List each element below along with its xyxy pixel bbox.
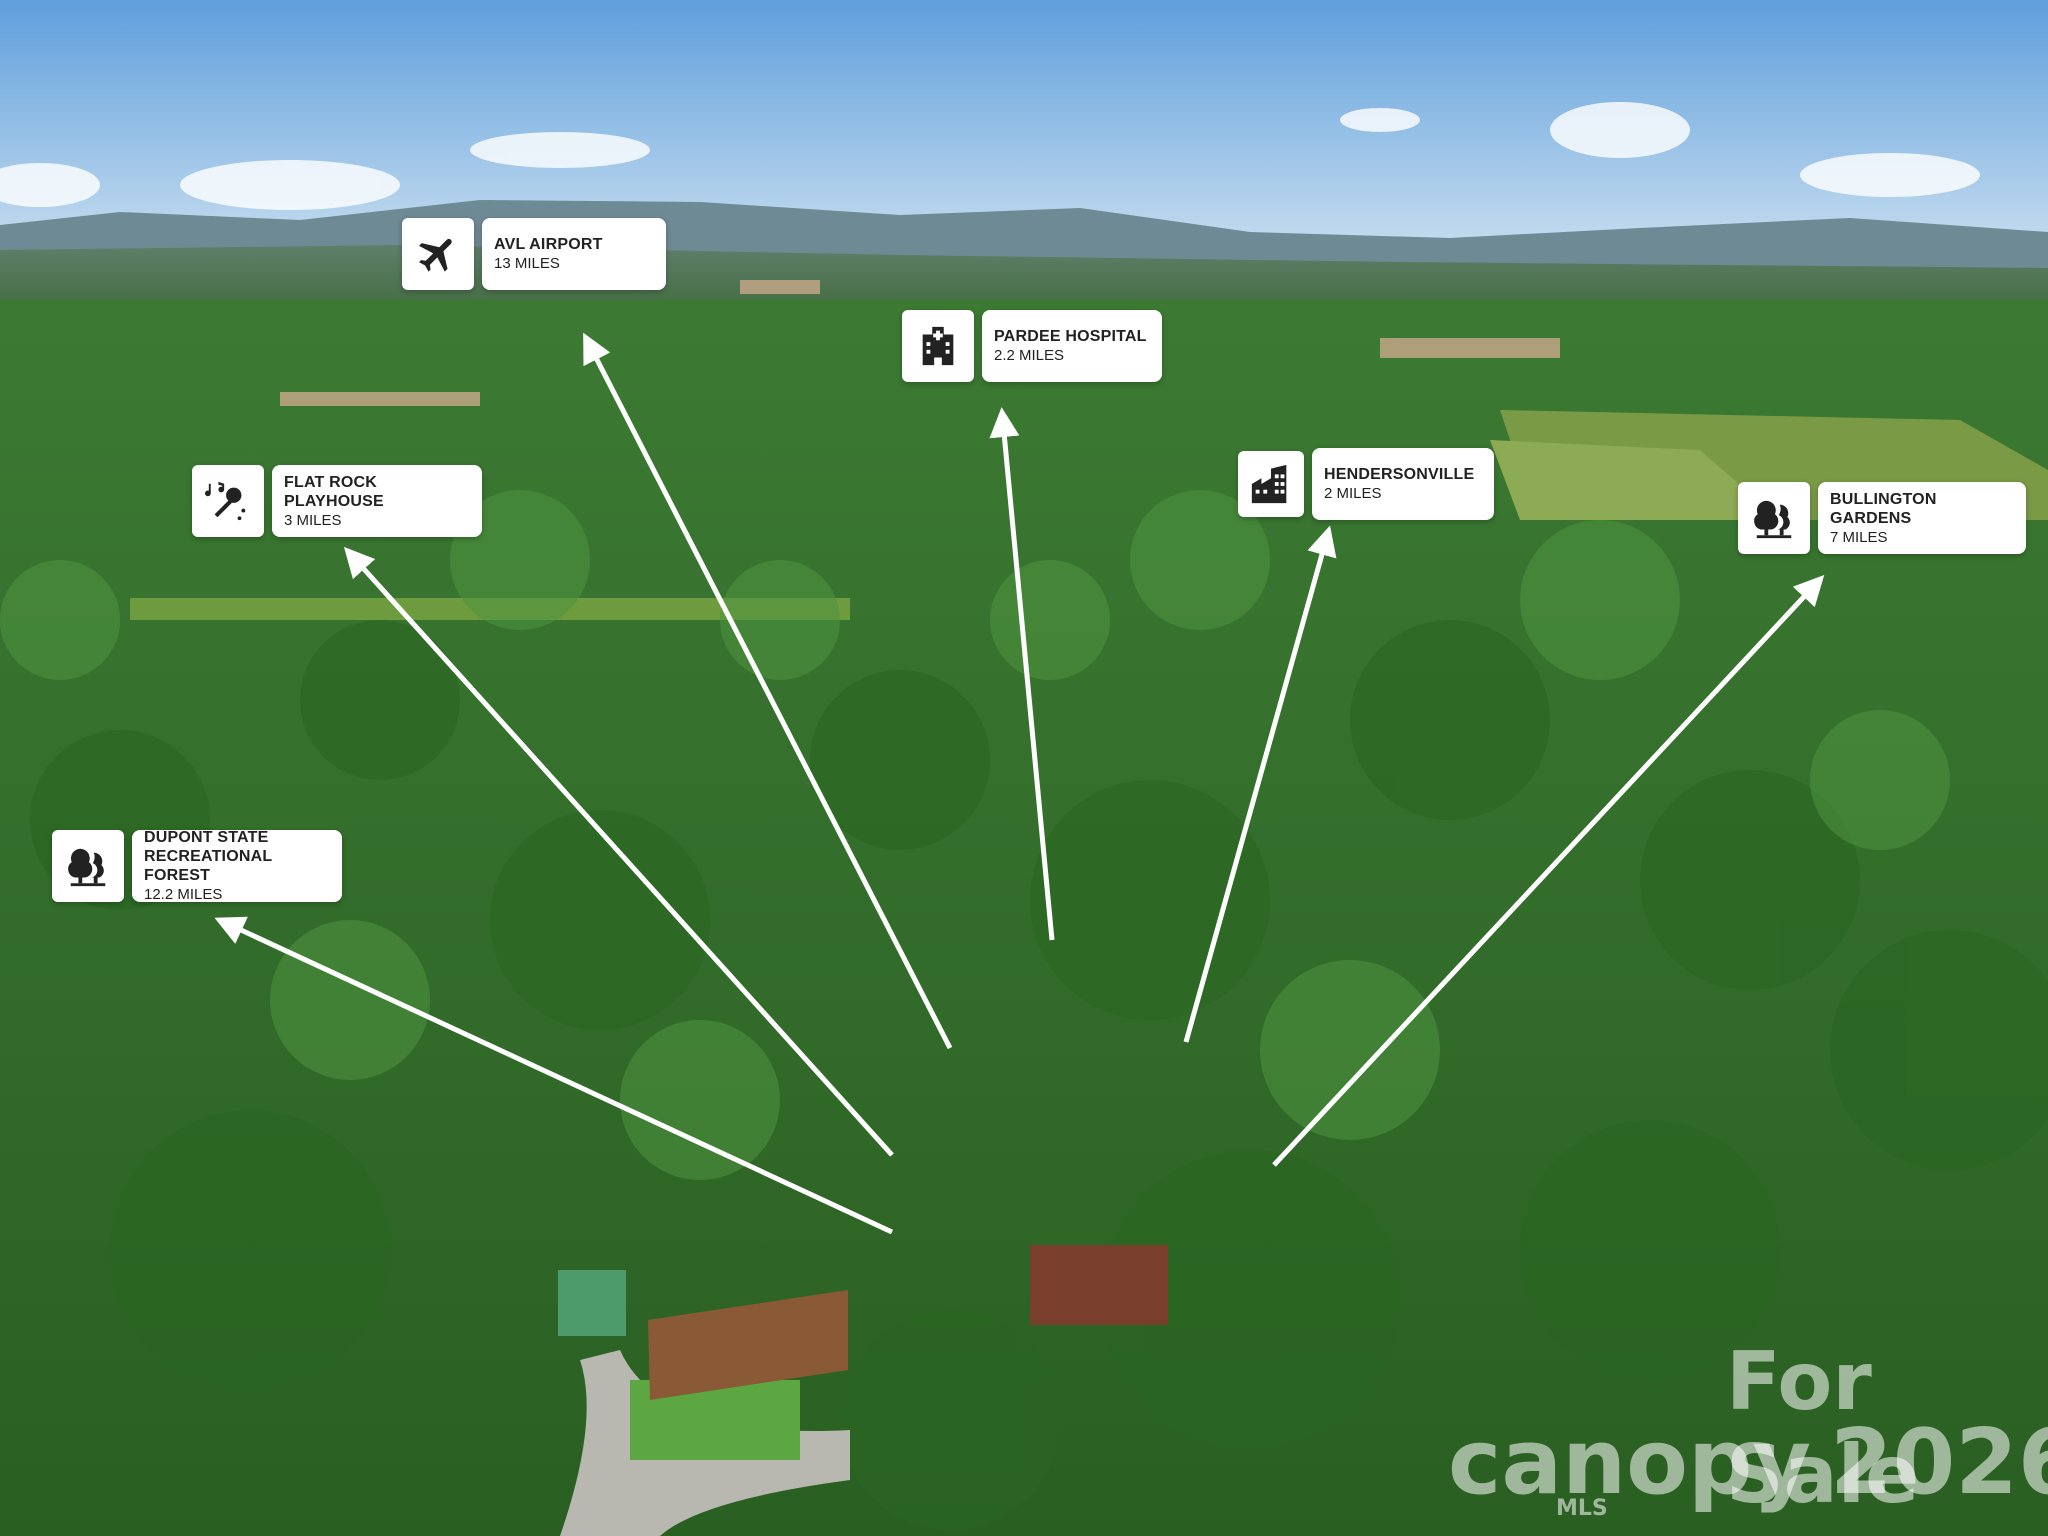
poi-hendersonville: HENDERSONVILLE 2 MILES [1238,448,1494,520]
watermark-year: 2026 [1830,1410,2048,1515]
hospital-icon [902,310,974,382]
poi-name: AVL AIRPORT [494,236,603,253]
airplane-icon [402,218,474,290]
poi-name: BULLINGTON GARDENS [1830,490,1937,527]
poi-distance: 7 MILES [1830,528,1888,546]
poi-flat-rock-playhouse: FLAT ROCK PLAYHOUSE 3 MILES [192,465,482,537]
poi-name: FLAT ROCK PLAYHOUSE [284,473,384,510]
poi-dupont-state-forest: DUPONT STATE RECREATIONAL FOREST 12.2 MI… [52,829,342,903]
poi-distance: 2.2 MILES [994,347,1065,364]
poi-distance: 3 MILES [284,511,342,529]
poi-text: BULLINGTON GARDENS 7 MILES [1818,482,2026,554]
poi-bullington-gardens: BULLINGTON GARDENS 7 MILES [1738,482,2026,554]
microphone-music-icon [192,465,264,537]
poi-name: HENDERSONVILLE [1324,466,1475,483]
poi-distance: 12.2 MILES [144,886,223,903]
poi-avl-airport: AVL AIRPORT 13 MILES [402,218,666,290]
poi-name: DUPONT STATE [144,829,269,846]
poi-text: PARDEE HOSPITAL 2.2 MILES [982,310,1162,382]
watermark-mls: MLS [1556,1496,1608,1521]
poi-distance: 13 MILES [494,255,560,272]
poi-text: DUPONT STATE RECREATIONAL FOREST 12.2 MI… [132,829,342,903]
poi-text: FLAT ROCK PLAYHOUSE 3 MILES [272,465,482,537]
poi-text: AVL AIRPORT 13 MILES [482,218,666,290]
poi-pardee-hospital: PARDEE HOSPITAL 2.2 MILES [902,310,1162,382]
watermark-brand: canopy [1448,1410,1812,1515]
trees-icon [52,830,124,902]
poi-name: PARDEE HOSPITAL [994,328,1147,345]
watermark-for-sale: For Sale [1726,1335,1920,1521]
poi-name-line2: RECREATIONAL FOREST [144,848,273,884]
trees-icon [1738,482,1810,554]
poi-distance: 2 MILES [1324,485,1382,502]
city-buildings-icon [1238,451,1304,517]
poi-text: HENDERSONVILLE 2 MILES [1312,448,1494,520]
